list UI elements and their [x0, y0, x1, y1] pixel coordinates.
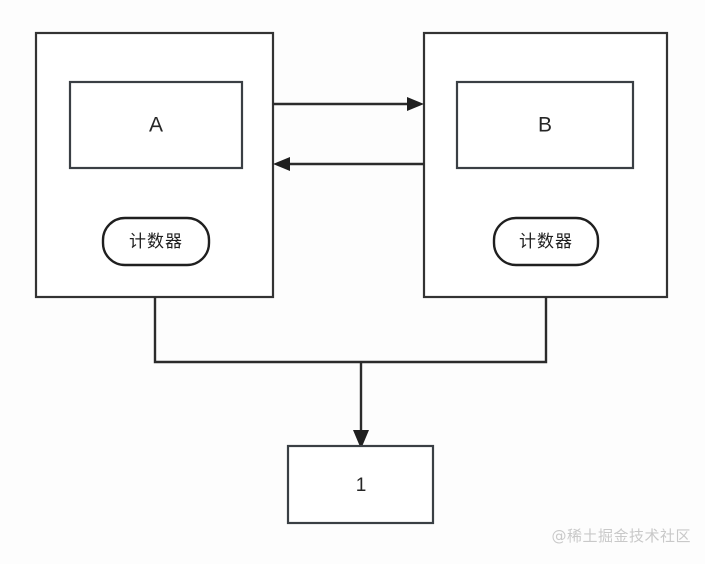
edge-b-to-a[interactable] [273, 157, 424, 171]
process-b-inner-rect[interactable] [455, 80, 635, 170]
process-a-inner-rect[interactable] [68, 80, 244, 170]
process-a-counter-label: 计数器 [129, 232, 183, 252]
node-process-a[interactable]: A 计数器 [34, 31, 275, 299]
node-process-b[interactable]: B 计数器 [422, 31, 669, 299]
edge-a-to-b-arrowhead [407, 97, 424, 111]
process-a-label: A [149, 114, 163, 137]
process-b-counter-label: 计数器 [519, 232, 573, 252]
edge-b-to-a-arrowhead [273, 157, 290, 171]
edge-merge-to-result[interactable] [153, 297, 548, 449]
node-result[interactable]: 1 [286, 444, 435, 525]
watermark: @稀土掘金技术社区 [551, 527, 691, 545]
result-label: 1 [356, 475, 367, 496]
merge-bus-path [153, 297, 548, 364]
edge-a-to-b[interactable] [273, 97, 424, 111]
process-b-counter-pill[interactable] [492, 216, 600, 267]
merge-to-result-arrowhead [353, 430, 369, 449]
process-a-counter-pill[interactable] [101, 216, 211, 267]
result-rect[interactable] [286, 444, 435, 525]
process-b-label: B [538, 114, 552, 137]
